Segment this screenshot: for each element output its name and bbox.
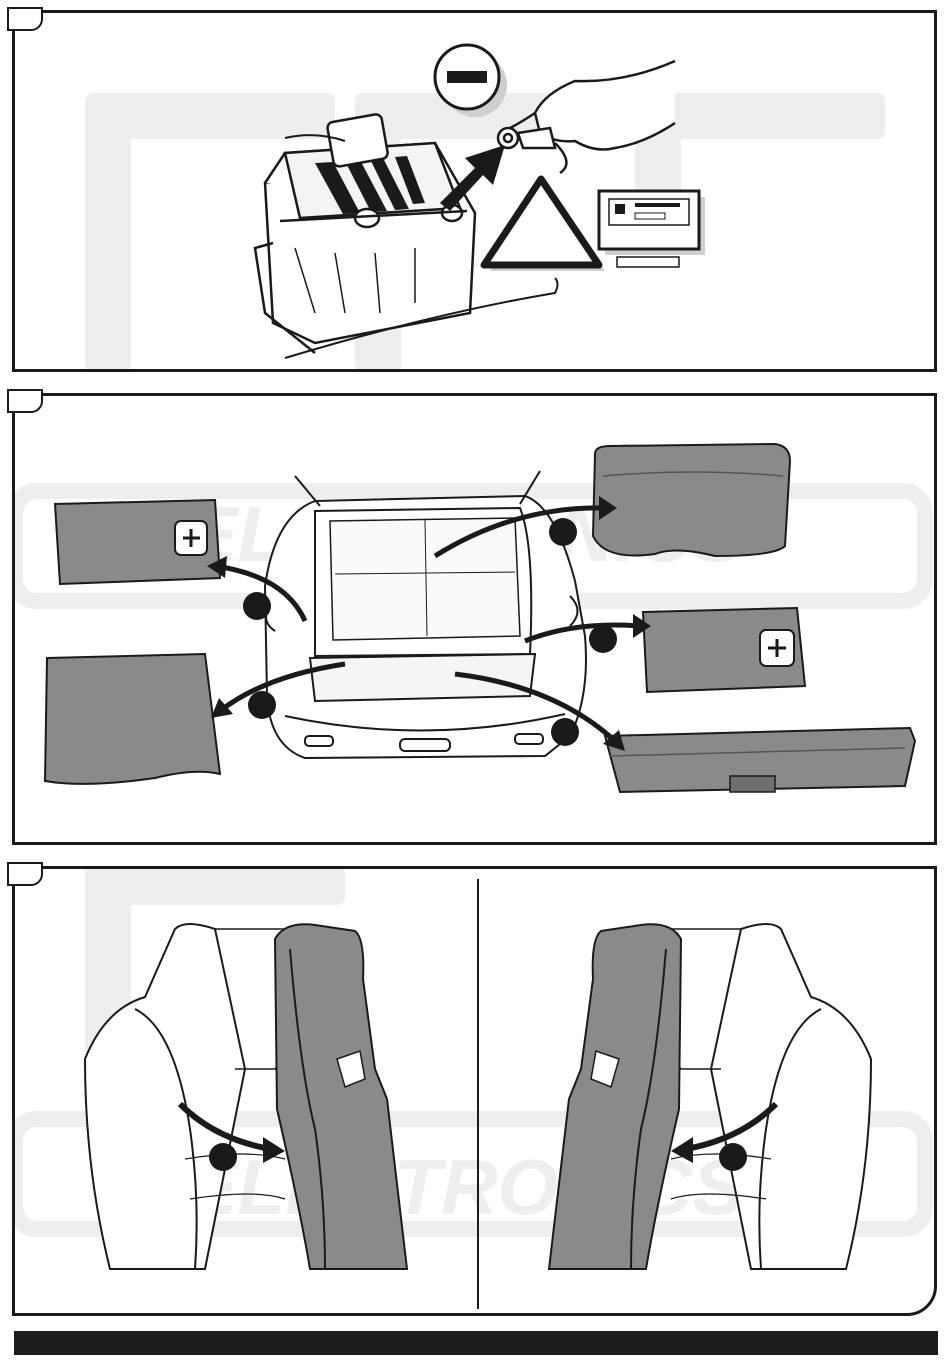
- step-3-illustration: ELECTRONICS: [15, 869, 937, 1316]
- part-right-side-cover: [643, 608, 805, 692]
- warning-triangle-icon: [484, 179, 605, 271]
- step-1-panel: [12, 10, 937, 372]
- step-1-illustration: [15, 13, 937, 372]
- part-sill-trim: [605, 728, 915, 792]
- radio-code-icon: [599, 191, 705, 267]
- step-1-tab: [7, 7, 43, 31]
- marker-4: [248, 691, 276, 719]
- step-3-tab: [7, 862, 43, 886]
- marker-2: [549, 518, 577, 546]
- part-left-side-cover: [55, 500, 220, 584]
- step-2-panel: ELECTRONICS: [12, 393, 937, 845]
- step-3-panel: ELECTRONICS: [12, 866, 937, 1316]
- marker-5: [551, 718, 579, 746]
- marker-3: [589, 625, 617, 653]
- part-trunk-floor-mat: [45, 654, 220, 784]
- part-parcel-shelf: [593, 444, 790, 556]
- marker-1: [243, 592, 271, 620]
- step-2-tab: [7, 389, 43, 413]
- footer-bar: [14, 1331, 938, 1355]
- watermark-logo: [85, 93, 885, 372]
- step-2-illustration: ELECTRONICS: [15, 396, 937, 845]
- marker-left: [209, 1143, 237, 1171]
- marker-right: [719, 1143, 747, 1171]
